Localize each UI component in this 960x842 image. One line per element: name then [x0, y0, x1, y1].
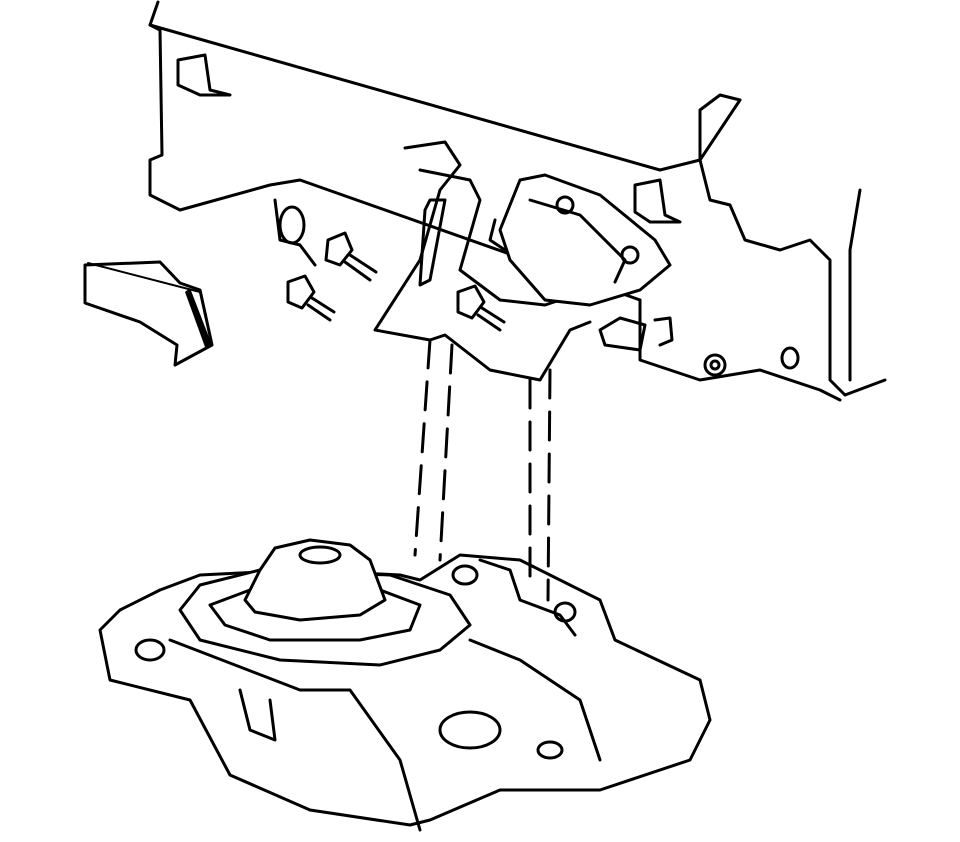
bolt — [324, 231, 378, 282]
bolt — [456, 284, 506, 332]
alignment-guides — [413, 338, 552, 602]
bolt — [286, 274, 336, 322]
mount-bracket — [373, 140, 672, 382]
engine-mount — [178, 538, 472, 667]
engine-block — [148, 0, 887, 402]
direction-arrow — [83, 260, 214, 367]
